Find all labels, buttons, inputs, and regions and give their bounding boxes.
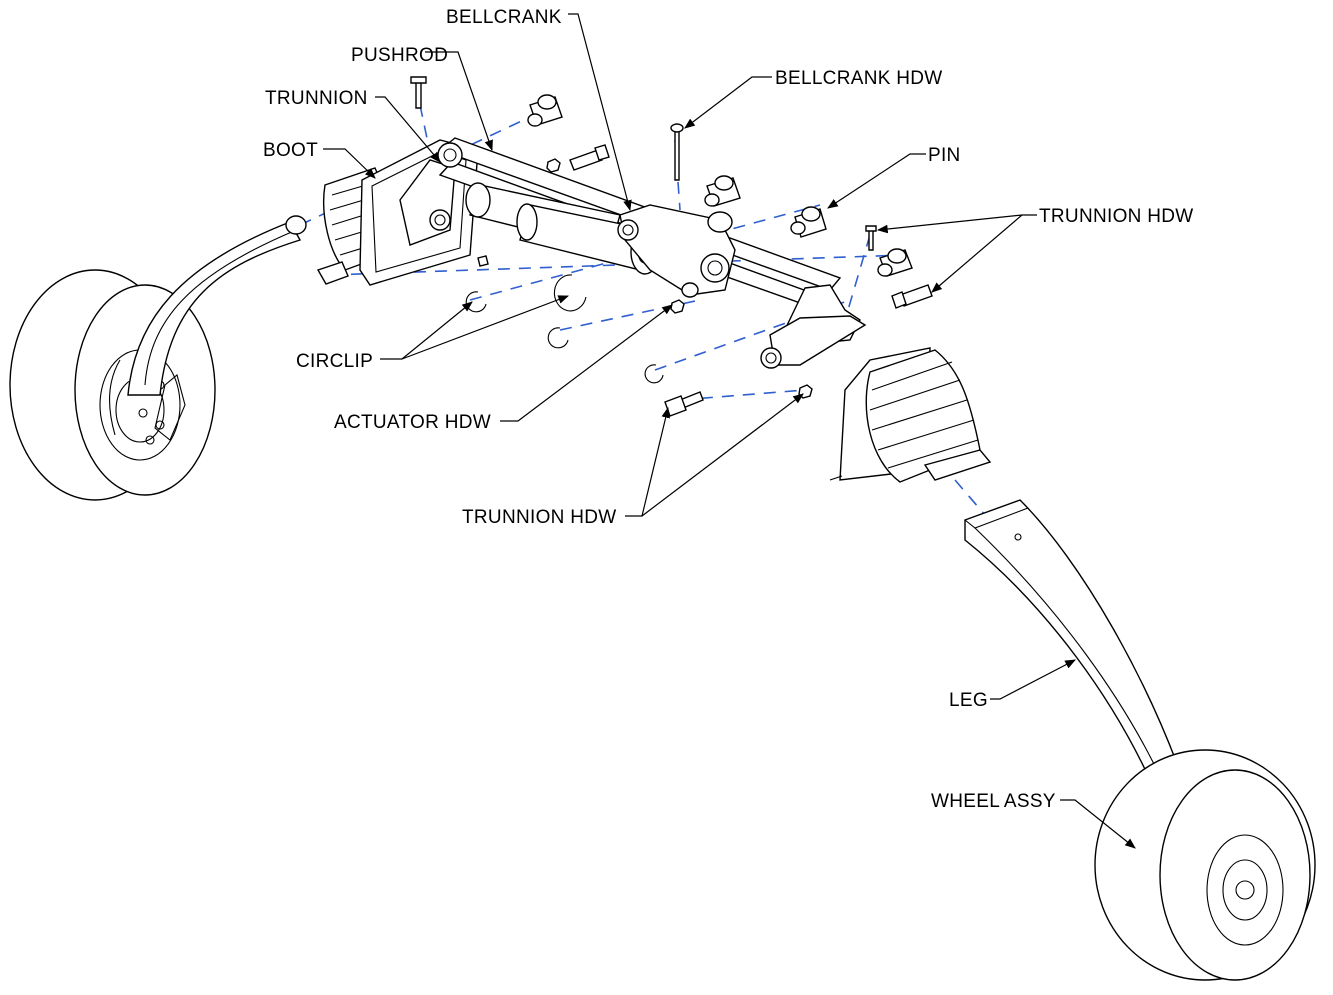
callout-labels: BELLCRANK PUSHROD TRUNNION BOOT BELLCRAN…: [263, 7, 1194, 812]
label-wheel-assy: WHEEL ASSY: [931, 791, 1056, 812]
label-leg: LEG: [949, 690, 988, 711]
label-circlip: CIRCLIP: [296, 351, 373, 372]
right-leg-and-wheel: [964, 499, 1316, 981]
right-boot: [829, 347, 992, 483]
hardware-parts: [410, 76, 933, 417]
label-trunnion-hdw-lower: TRUNNION HDW: [462, 507, 617, 528]
label-actuator-hdw: ACTUATOR HDW: [334, 412, 491, 433]
bellcrank: [617, 204, 736, 298]
left-wheel-assembly: [9, 215, 307, 501]
label-trunnion: TRUNNION: [265, 88, 368, 109]
label-pin: PIN: [928, 145, 961, 166]
label-pushrod: PUSHROD: [351, 45, 448, 66]
label-trunnion-hdw-right: TRUNNION HDW: [1039, 206, 1194, 227]
label-bellcrank-hdw: BELLCRANK HDW: [775, 68, 943, 89]
label-bellcrank: BELLCRANK: [446, 7, 562, 28]
left-boot-and-trunnion: [316, 139, 489, 286]
leader-lines: [323, 13, 1136, 849]
label-boot: BOOT: [263, 140, 318, 161]
